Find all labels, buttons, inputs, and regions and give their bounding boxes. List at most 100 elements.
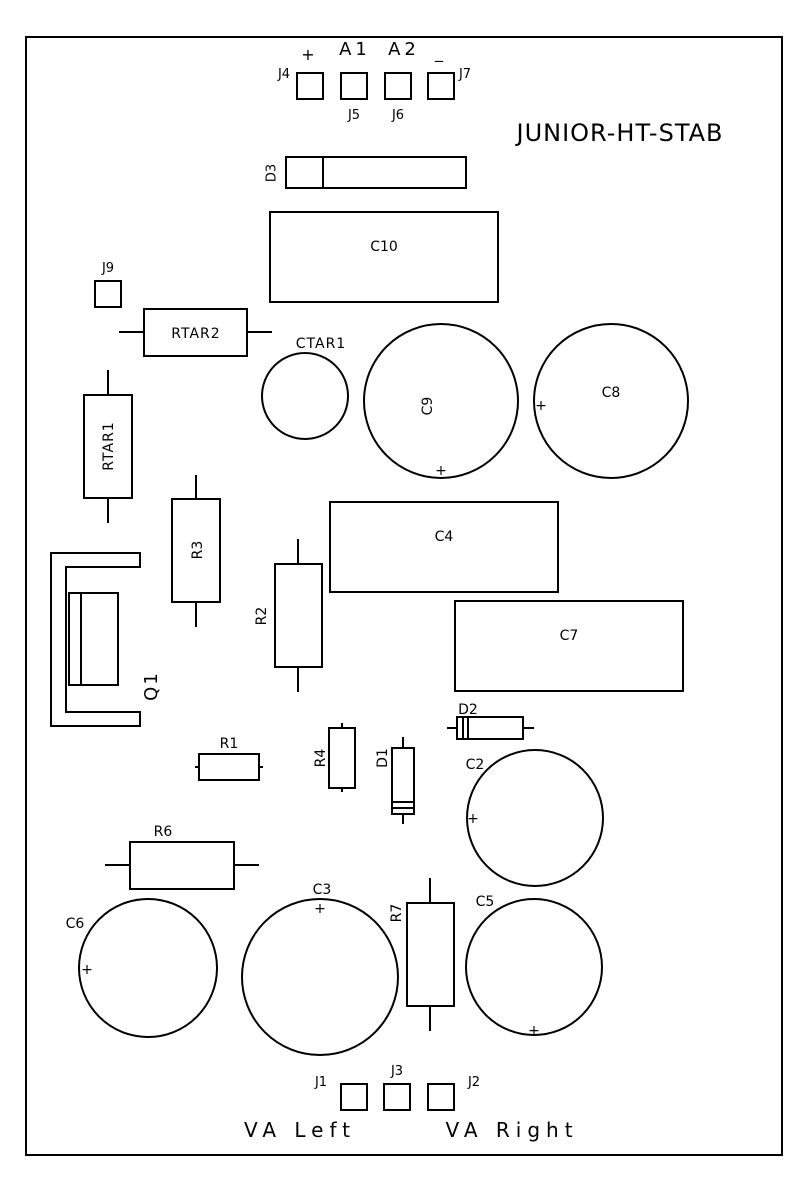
j2-label: J2	[467, 1075, 480, 1090]
resistor-r3[interactable]: R3	[171, 475, 221, 627]
connector-j5[interactable]: J5	[340, 72, 368, 123]
va-left-label: VA Left	[244, 1118, 356, 1142]
j9-label: J9	[101, 261, 114, 276]
c5-polarity-mark: +	[528, 1023, 540, 1039]
capacitor-c3[interactable]: + C3	[241, 882, 399, 1056]
connector-j1[interactable]: J1	[314, 1075, 368, 1111]
r3-label: R3	[190, 541, 206, 560]
diode-d1[interactable]: D1	[375, 737, 415, 824]
va-right-label: VA Right	[445, 1118, 578, 1142]
rtar1-label: RTAR1	[101, 421, 117, 470]
resistor-rtar1[interactable]: RTAR1	[83, 370, 133, 523]
capacitor-c6[interactable]: + C6	[66, 898, 218, 1038]
minus-label: _	[434, 43, 444, 63]
j4-label: J4	[277, 67, 290, 82]
q1-heatsink-outline	[50, 552, 141, 727]
capacitor-c2[interactable]: + C2	[466, 749, 604, 887]
resistor-r1[interactable]: R1	[195, 736, 263, 781]
c8-polarity-mark: +	[535, 398, 547, 414]
j6-label: J6	[391, 108, 404, 123]
r1-label: R1	[220, 736, 239, 752]
c10-body	[269, 211, 499, 303]
connector-j2[interactable]: J2	[427, 1075, 480, 1111]
capacitor-c10[interactable]: C10	[269, 211, 499, 303]
c7-label: C7	[560, 628, 579, 644]
connector-j4[interactable]: J4	[277, 67, 324, 100]
board-title: JUNIOR-HT-STAB	[514, 119, 723, 147]
d3-body	[285, 156, 467, 189]
c3-body	[241, 898, 399, 1056]
c6-body	[78, 898, 218, 1038]
j7-label: J7	[458, 67, 471, 82]
capacitor-ctar1[interactable]: CTAR1	[261, 336, 349, 440]
j1-label: J1	[314, 1075, 327, 1090]
c8-label: C8	[602, 385, 621, 401]
a2-label: A2	[388, 39, 420, 60]
board-outline	[25, 36, 783, 1156]
r1-body	[198, 753, 260, 781]
c5-body	[465, 898, 603, 1036]
diode-d2[interactable]: D2	[447, 702, 534, 740]
connector-j3[interactable]: J3	[383, 1064, 411, 1111]
c9-polarity-mark: +	[435, 463, 447, 479]
j5-label: J5	[347, 108, 360, 123]
diode-d3[interactable]: D3	[265, 156, 467, 189]
r6-body	[129, 841, 235, 890]
rtar2-label: RTAR2	[171, 326, 220, 342]
c10-label: C10	[370, 239, 398, 255]
q1-body	[68, 592, 119, 686]
d3-label: D3	[265, 164, 280, 182]
c3-label: C3	[313, 882, 332, 898]
r4-body	[328, 727, 356, 789]
r7-body	[406, 902, 455, 1007]
transistor-q1[interactable]: Q1	[50, 552, 162, 727]
plus-label: +	[301, 45, 314, 64]
capacitor-c4[interactable]: C4	[329, 501, 559, 593]
c7-body	[454, 600, 684, 692]
a1-label: A1	[339, 39, 371, 60]
d2-label: D2	[458, 702, 478, 718]
pad-j3[interactable]	[383, 1083, 411, 1111]
resistor-r6[interactable]: R6	[105, 824, 259, 890]
connector-j6[interactable]: J6	[384, 72, 412, 123]
d1-label: D1	[375, 748, 391, 768]
c2-body	[466, 749, 604, 887]
capacitor-c8[interactable]: + C8	[533, 323, 689, 479]
c9-label: C9	[420, 397, 436, 416]
pad-j9[interactable]	[94, 280, 122, 308]
resistor-r4[interactable]: R4	[313, 723, 356, 792]
r6-label: R6	[154, 824, 173, 840]
pad-j2[interactable]	[427, 1083, 455, 1111]
c2-polarity-mark: +	[467, 811, 479, 827]
d2-body	[456, 716, 524, 740]
connector-j9[interactable]: J9	[94, 261, 122, 308]
capacitor-c5[interactable]: + C5	[465, 894, 603, 1039]
pad-j1[interactable]	[340, 1083, 368, 1111]
d1-body	[391, 747, 415, 815]
ctar1-body	[261, 352, 349, 440]
connector-j7[interactable]: J7	[427, 67, 471, 100]
c9-body	[363, 323, 519, 479]
r7-label: R7	[389, 904, 405, 923]
pad-j4[interactable]	[296, 72, 324, 100]
capacitor-c9[interactable]: + C9	[363, 323, 519, 479]
resistor-rtar2[interactable]: RTAR2	[119, 308, 272, 357]
c4-body	[329, 501, 559, 593]
r2-label: R2	[254, 607, 270, 626]
pad-j6[interactable]	[384, 72, 412, 100]
c4-label: C4	[435, 529, 454, 545]
resistor-r7[interactable]: R7	[389, 878, 455, 1031]
capacitor-c7[interactable]: C7	[454, 600, 684, 692]
q1-label: Q1	[141, 671, 162, 701]
c6-polarity-mark: +	[81, 962, 93, 978]
resistor-r2[interactable]: R2	[254, 539, 323, 692]
pad-j5[interactable]	[340, 72, 368, 100]
pad-j7[interactable]	[427, 72, 455, 100]
j3-label: J3	[390, 1064, 403, 1079]
c5-label: C5	[476, 894, 495, 910]
c6-label: C6	[66, 916, 85, 932]
c8-body	[533, 323, 689, 479]
c3-polarity-mark: +	[314, 901, 326, 917]
ctar1-label: CTAR1	[296, 336, 346, 352]
